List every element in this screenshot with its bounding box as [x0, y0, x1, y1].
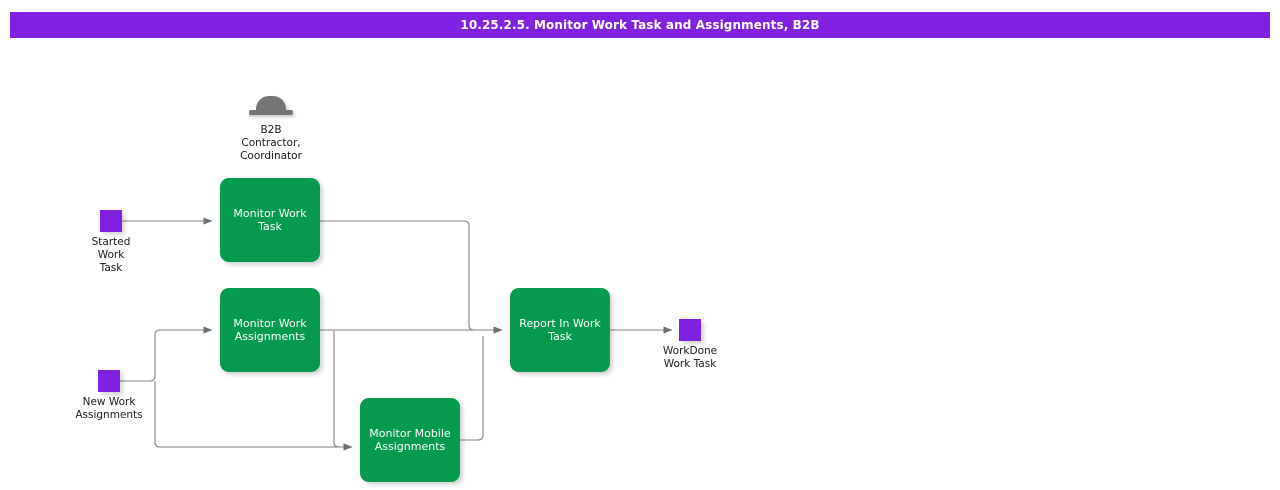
activity-monitor-mobile-assignments[interactable]: Monitor Mobile Assignments	[360, 398, 460, 482]
role-b2b-contractor-coordinator[interactable]: B2B Contractor, Coordinator	[228, 96, 314, 163]
hat-brim-shape	[249, 110, 293, 115]
event-label: New Work Assignments	[75, 396, 143, 421]
connector-monitor-work-assignments-to-monitor-mobile-assignments	[333, 331, 353, 451]
event-started-work-task[interactable]: Started Work Task	[92, 210, 130, 274]
activity-monitor-work-task[interactable]: Monitor Work Task	[220, 178, 320, 262]
event-workdone-work-task[interactable]: WorkDone Work Task	[663, 319, 717, 370]
hat-brim-highlight	[249, 115, 293, 117]
activity-label: Monitor Mobile Assignments	[369, 427, 451, 453]
event-square-icon	[679, 319, 701, 341]
page-title: 10.25.2.5. Monitor Work Task and Assignm…	[460, 18, 820, 32]
event-label: WorkDone Work Task	[662, 345, 718, 370]
business-role-hat-icon	[249, 96, 293, 120]
event-square-icon	[100, 210, 122, 232]
event-new-work-assignments[interactable]: New Work Assignments	[75, 370, 143, 421]
connector-new-assignments-to-monitor-mobile-assignments	[154, 381, 353, 451]
connector-monitor-mobile-assignments-to-report-in-work-task	[460, 336, 484, 441]
connector-monitor-work-task-to-report-in-work-task	[320, 220, 503, 334]
event-square-icon	[98, 370, 120, 392]
activity-report-in-work-task[interactable]: Report In Work Task	[510, 288, 610, 372]
event-label: Started Work Task	[91, 236, 131, 274]
activity-label: Report In Work Task	[519, 317, 601, 343]
activity-label: Monitor Work Assignments	[233, 317, 307, 343]
hat-crown-shape	[256, 96, 286, 112]
role-label: B2B Contractor, Coordinator	[240, 124, 302, 162]
activity-monitor-work-assignments[interactable]: Monitor Work Assignments	[220, 288, 320, 372]
connector-new-assignments-to-monitor-work-assignments	[120, 326, 213, 382]
activity-label: Monitor Work Task	[233, 207, 307, 233]
diagram-title-bar: 10.25.2.5. Monitor Work Task and Assignm…	[10, 12, 1270, 38]
